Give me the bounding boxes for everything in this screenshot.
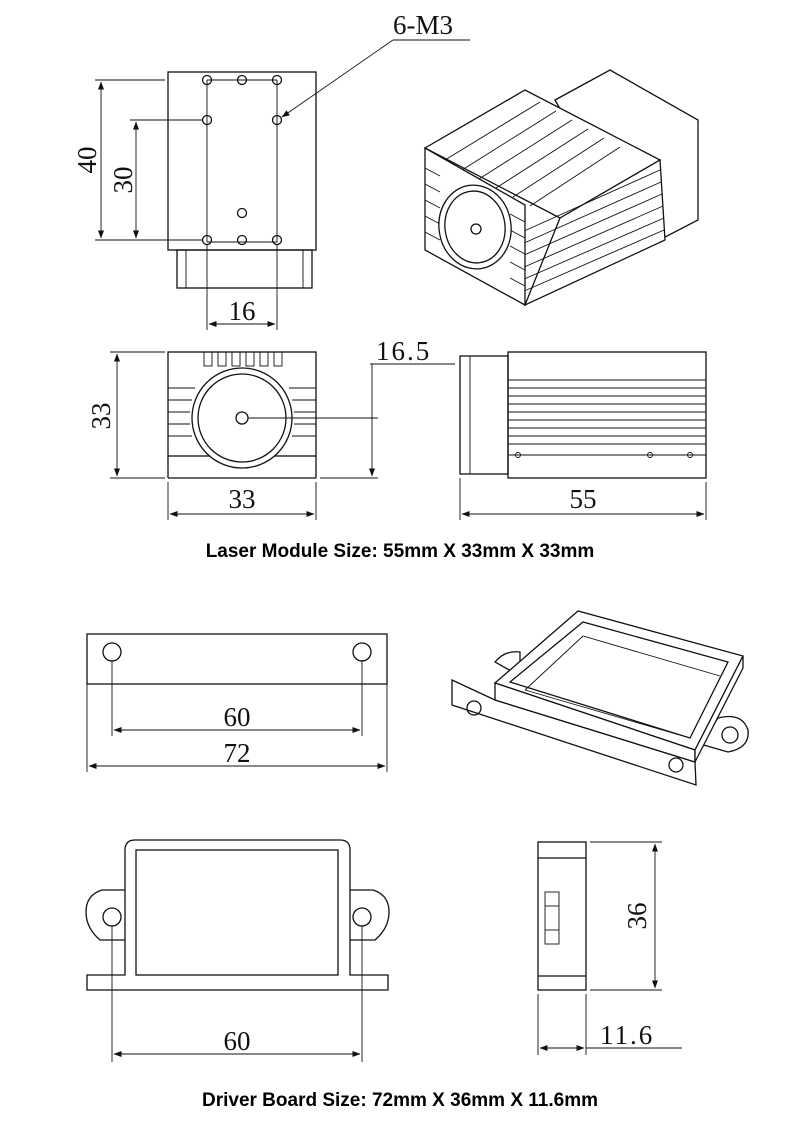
laser-isometric-view xyxy=(423,69,699,307)
height-inner-label: 30 xyxy=(108,167,138,194)
driver-front-view: 60 xyxy=(85,839,390,1062)
laser-front-view: 33 33 16.5 xyxy=(86,336,455,520)
mounting-holes xyxy=(201,74,283,246)
driver-board-caption: Driver Board Size: 72mm X 36mm X 11.6mm xyxy=(201,1090,599,1111)
center-offset-label: 16.5 xyxy=(376,336,431,366)
driver-overall-width-label: 72 xyxy=(224,738,251,768)
front-width-label: 33 xyxy=(229,484,256,514)
driver-height-label: 36 xyxy=(622,903,652,930)
hole-spacing-label: 16 xyxy=(229,296,256,326)
driver-front-hole-spacing-label: 60 xyxy=(224,1026,251,1056)
holes-label: 6-M3 xyxy=(393,10,453,40)
laser-side-view: 55 xyxy=(459,351,707,520)
driver-side-view: 36 11.6 xyxy=(537,841,682,1055)
driver-isometric-view xyxy=(451,610,749,786)
laser-module-caption: Laser Module Size: 55mm X 33mm X 33mm xyxy=(205,541,595,562)
height-outer-label: 40 xyxy=(72,147,102,174)
driver-thickness-label: 11.6 xyxy=(600,1020,654,1050)
driver-top-hole-spacing-label: 60 xyxy=(224,702,251,732)
laser-top-view: 6-M3 40 30 16 xyxy=(72,10,470,330)
driver-top-view: 60 72 xyxy=(86,633,388,772)
front-height-label: 33 xyxy=(86,403,116,430)
length-label: 55 xyxy=(570,484,597,514)
